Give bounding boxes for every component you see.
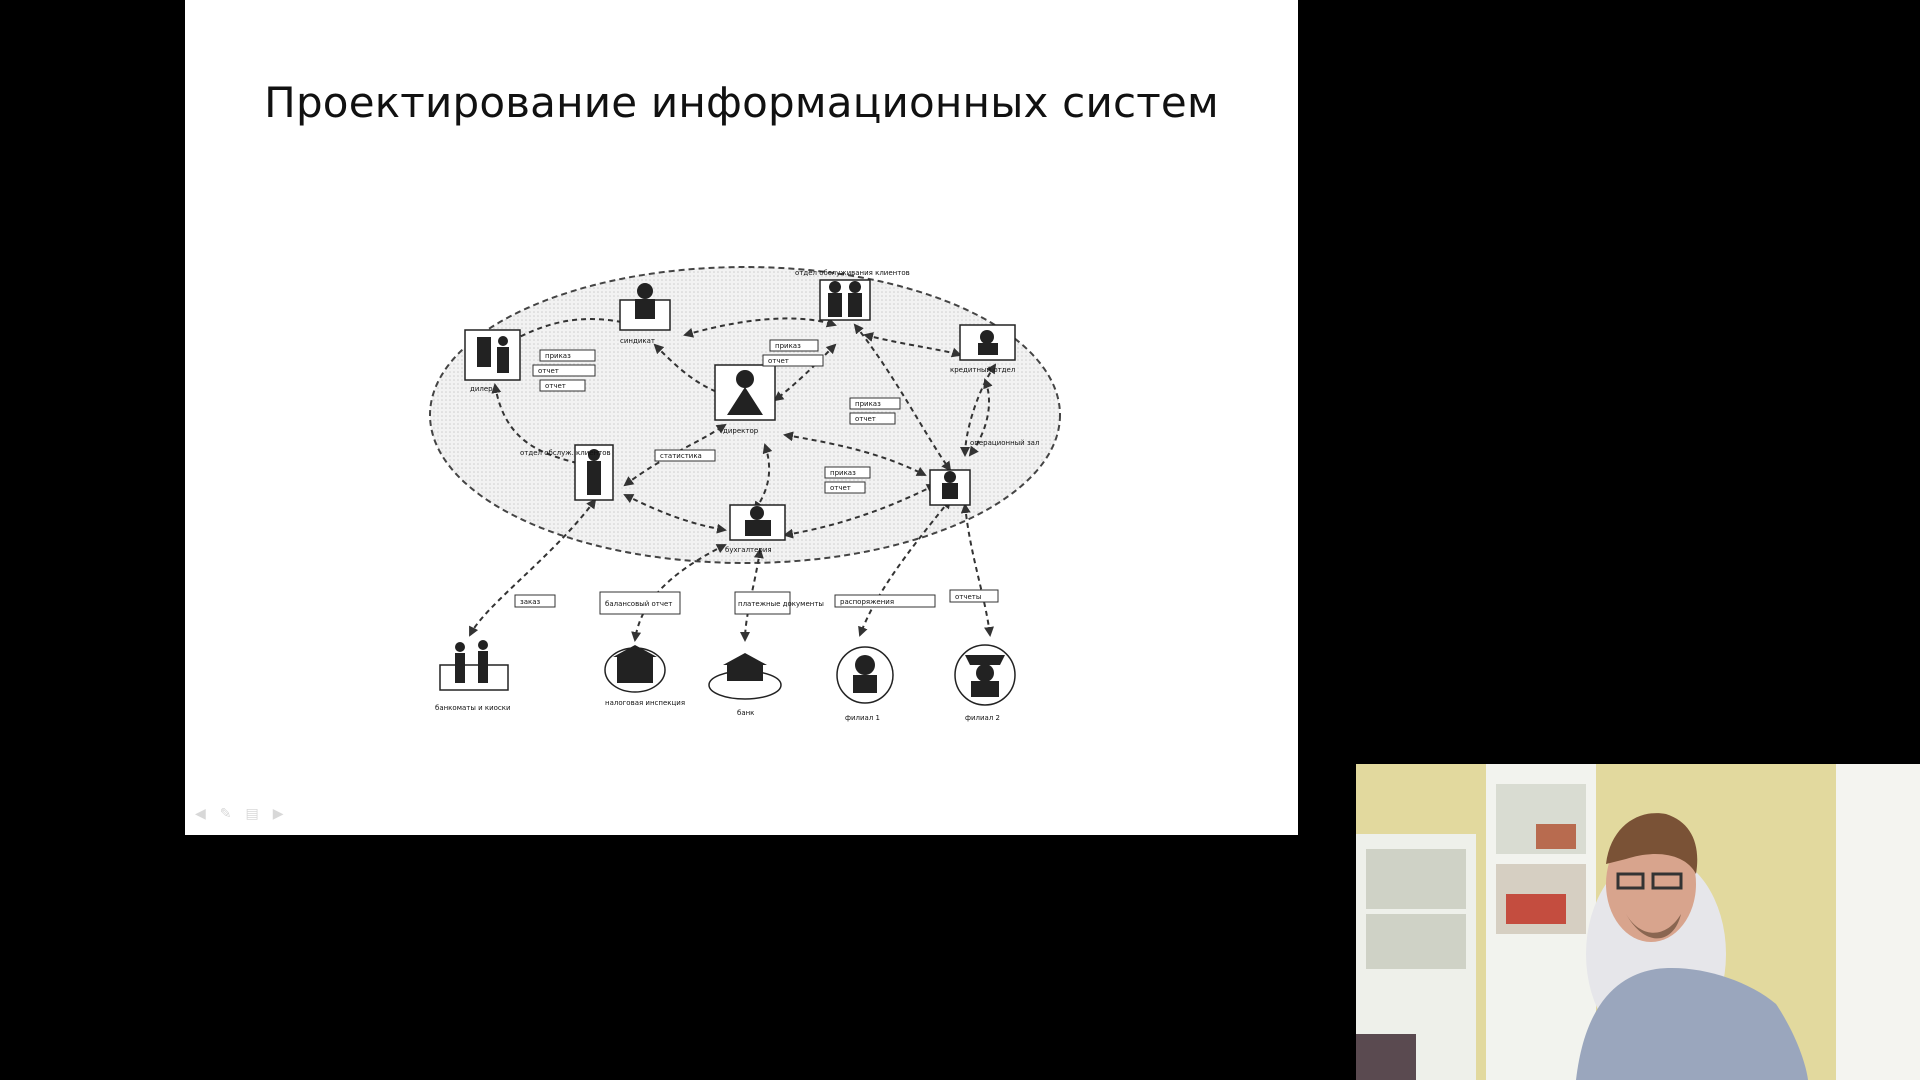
flow-label: отчет [830, 484, 851, 492]
node-label: операционный зал [970, 439, 1039, 447]
flow-arrow [491, 383, 587, 468]
flow-label: статистика [660, 452, 702, 460]
presentation-slide: Проектирование информационных систем [185, 0, 1298, 835]
flow-arrow [960, 363, 997, 457]
outer-flow-label: отчеты [955, 593, 981, 601]
node-label: директор [723, 427, 759, 435]
forward-icon[interactable]: ▶ [272, 806, 284, 822]
pen-icon[interactable]: ✎ [219, 806, 232, 822]
node-label: кредитный отдел [950, 366, 1015, 374]
node-label: отдел обслуж. клиентов [520, 449, 611, 457]
outer-flow-label: заказ [520, 598, 541, 606]
flow-label: приказ [775, 342, 801, 350]
outer-flow-arrow [960, 503, 994, 637]
node-customer-service [819, 279, 871, 321]
outer-flow-arrow [858, 498, 952, 637]
back-icon[interactable]: ◀ [195, 806, 206, 822]
outer-flow-arrow [631, 544, 727, 642]
node-label: отдел обслуживания клиентов [795, 269, 910, 277]
flow-label: отчет [545, 382, 566, 390]
external-label: филиал 2 [965, 714, 1000, 722]
slideshow-controls: ◀ ✎ ▤ ▶ [195, 806, 284, 822]
external-label: банкоматы и киоски [435, 704, 511, 712]
slide-title: Проектирование информационных систем [264, 78, 1219, 127]
flow-arrow [773, 343, 837, 402]
outer-flow-label: распоряжения [840, 598, 894, 606]
external-label: банк [737, 709, 754, 717]
external-atm [439, 664, 509, 691]
flow-label: отчет [768, 357, 789, 365]
flow-arrow [683, 317, 837, 338]
external-label: налоговая инспекция [605, 699, 685, 707]
menu-icon[interactable]: ▤ [245, 806, 259, 822]
flow-label: приказ [855, 400, 881, 408]
flow-arrow [623, 494, 727, 534]
flow-label: отчет [855, 415, 876, 423]
information-system-diagram: дилер синдикат отдел обслуживания клиент… [425, 255, 1065, 735]
flow-label: приказ [545, 352, 571, 360]
node-dealers [464, 329, 521, 381]
flow-label: отчет [538, 367, 559, 375]
flow-label: приказ [830, 469, 856, 477]
outer-flow-label: платежные документы [738, 600, 824, 608]
external-label: филиал 1 [845, 714, 880, 722]
node-label: синдикат [620, 337, 655, 345]
node-label: бухгалтерия [725, 546, 772, 554]
flow-arrow [853, 323, 952, 472]
outer-flow-label: балансовый отчет [605, 600, 672, 608]
presenter-webcam [1356, 764, 1920, 1080]
node-label: дилер [470, 385, 493, 393]
